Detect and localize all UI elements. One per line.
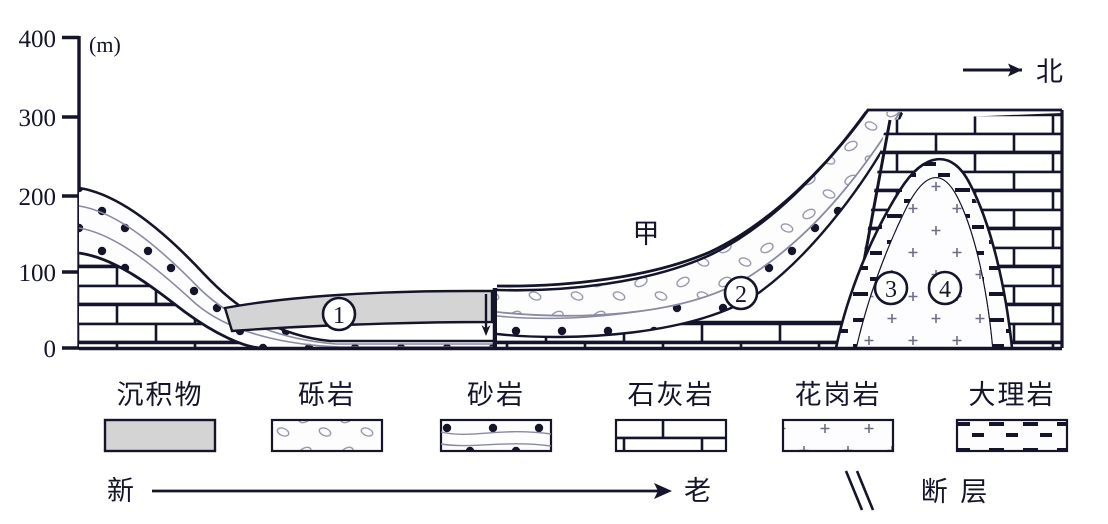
- y-axis: 400 300 200 100 0 (m): [19, 26, 121, 363]
- legend-item-5: 大理岩: [955, 380, 1069, 453]
- y-tick-100: 100: [19, 260, 57, 287]
- y-tick-300: 300: [19, 105, 57, 132]
- y-tick-200: 200: [19, 184, 57, 211]
- marker-2-label: 2: [735, 282, 747, 308]
- legend-label-4: 花岗岩: [795, 380, 882, 411]
- legend: 沉积物 砾岩 砂岩 石灰岩 花岗岩 大理岩: [103, 380, 1069, 453]
- marker-3: 3: [873, 270, 909, 306]
- legend-swatch-marble: [955, 418, 1069, 453]
- age-arrow-head: [654, 483, 672, 499]
- marker-2: 2: [723, 275, 759, 311]
- marker-1-label: 1: [333, 303, 345, 329]
- marker-4: 4: [927, 270, 963, 306]
- label-jia: 甲: [633, 219, 660, 250]
- left-block: 1: [78, 186, 495, 350]
- fault-symbol-icon: [844, 470, 875, 511]
- age-new-label: 新: [107, 476, 136, 507]
- fault-symbol-label: 断 层: [921, 477, 990, 508]
- sediment-layer-left: [223, 289, 494, 333]
- legend-item-2: 砂岩: [439, 380, 553, 453]
- legend-swatch-sandstone: [439, 418, 553, 453]
- legend-label-2: 砂岩: [467, 380, 525, 411]
- y-tick-400: 400: [19, 26, 57, 53]
- y-axis-unit-label: (m): [89, 32, 121, 57]
- marker-4-label: 4: [939, 277, 951, 303]
- legend-item-4: 花岗岩: [781, 380, 895, 453]
- right-block: 甲 2 3 4: [79, 108, 1064, 351]
- age-old-label: 老: [684, 476, 713, 507]
- north-label: 北: [1036, 57, 1063, 88]
- legend-swatch-limestone: [614, 418, 728, 453]
- ground-surface-right: [496, 108, 1062, 288]
- bottom-bar: 新 老 断 层: [107, 470, 990, 511]
- legend-swatch-granite: [781, 418, 895, 453]
- legend-swatch-conglomerate: [270, 418, 384, 453]
- sandstone-left: [78, 186, 495, 348]
- legend-swatch-sediment: [103, 418, 217, 453]
- fault-line-center: [481, 288, 498, 348]
- marker-3-label: 3: [885, 277, 897, 303]
- legend-label-1: 砾岩: [298, 380, 356, 411]
- legend-label-5: 大理岩: [969, 380, 1056, 411]
- north-arrow: 北: [963, 57, 1063, 88]
- legend-item-3: 石灰岩: [614, 380, 728, 453]
- legend-label-0: 沉积物: [117, 380, 204, 411]
- y-tick-0: 0: [44, 336, 57, 363]
- legend-label-3: 石灰岩: [628, 380, 715, 411]
- legend-item-0: 沉积物: [103, 380, 217, 453]
- marker-1: 1: [321, 296, 357, 332]
- legend-item-1: 砾岩: [270, 380, 384, 453]
